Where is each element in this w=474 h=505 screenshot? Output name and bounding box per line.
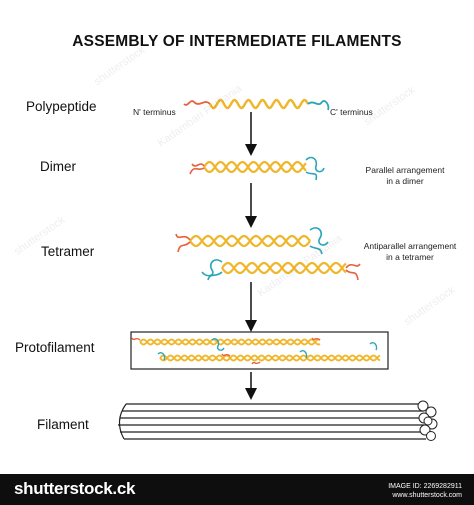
tetramer-dimer2-strand-b bbox=[221, 261, 347, 275]
protofilament-strand-2 bbox=[139, 338, 321, 346]
protofilament-outline bbox=[130, 331, 389, 370]
stage-label-filament: Filament bbox=[37, 417, 89, 432]
parallel-note-line-1: Parallel arrangement bbox=[365, 165, 445, 175]
stage-label-polypeptide: Polypeptide bbox=[26, 99, 97, 114]
filament-end-circle-6 bbox=[426, 431, 436, 441]
protofilament-strand-4 bbox=[159, 354, 381, 362]
protofilament-n-tails bbox=[131, 337, 321, 365]
tetramer-coil bbox=[175, 227, 361, 281]
tetramer-n-tails-bottom bbox=[345, 263, 361, 281]
filament-end-circle-2 bbox=[425, 406, 437, 418]
footer-image-info: IMAGE ID: 2269282911 www.shutterstock.co… bbox=[388, 482, 462, 500]
tetramer-n-tails-top bbox=[175, 233, 191, 253]
dimer-coil bbox=[189, 156, 325, 181]
stage-label-tetramer: Tetramer bbox=[41, 244, 95, 259]
stage-label-protofilament: Protofilament bbox=[15, 340, 95, 355]
parallel-note-line-2: in a dimer bbox=[386, 176, 424, 186]
polypeptide-chain bbox=[183, 98, 330, 111]
protofilament-strand-1 bbox=[139, 338, 321, 346]
n-terminus-label: N' terminus bbox=[133, 107, 176, 117]
filament-left-end bbox=[118, 403, 127, 440]
diagram-title: ASSEMBLY OF INTERMEDIATE FILAMENTS bbox=[72, 33, 402, 50]
tetramer-c-tails-bottom bbox=[201, 259, 223, 281]
tetramer-dimer1-strand-b bbox=[189, 234, 311, 248]
parallel-note: Parallel arrangement in a dimer bbox=[355, 165, 455, 187]
dimer-strand-b bbox=[203, 160, 307, 174]
dimer-n-tails bbox=[189, 163, 205, 175]
protofilament-c-tails bbox=[157, 337, 378, 361]
footer-image-id: IMAGE ID: 2269282911 bbox=[388, 483, 462, 490]
polypeptide-helix bbox=[208, 98, 310, 110]
filament-end-circle-7 bbox=[423, 416, 433, 426]
protofilament-strand-3 bbox=[159, 354, 381, 362]
tetramer-c-tails-top bbox=[309, 227, 329, 255]
footer-bar: shutterstock.ck IMAGE ID: 2269282911 www… bbox=[0, 474, 474, 505]
footer-brand: shutterstock.ck bbox=[14, 479, 136, 498]
tetramer-dimer2-strand-a bbox=[221, 261, 347, 275]
dimer-c-tails bbox=[305, 156, 325, 181]
filament-end-circle-1 bbox=[417, 400, 429, 412]
filament-bundle bbox=[118, 400, 438, 441]
polypeptide-c-tail bbox=[307, 100, 330, 111]
c-terminus-label: C' terminus bbox=[330, 107, 373, 117]
footer-url: www.shutterstock.com bbox=[392, 492, 462, 499]
filament-strand-lines bbox=[118, 403, 428, 440]
antiparallel-note-line-2: in a tetramer bbox=[386, 252, 434, 262]
polypeptide-n-tail bbox=[183, 100, 211, 106]
stage-label-dimer: Dimer bbox=[40, 159, 76, 174]
assembly-diagram bbox=[118, 98, 438, 441]
antiparallel-note: Antiparallel arrangement in a tetramer bbox=[352, 241, 468, 263]
antiparallel-note-line-1: Antiparallel arrangement bbox=[363, 241, 457, 251]
dimer-strand-a bbox=[203, 160, 307, 174]
protofilament-box bbox=[130, 331, 389, 370]
